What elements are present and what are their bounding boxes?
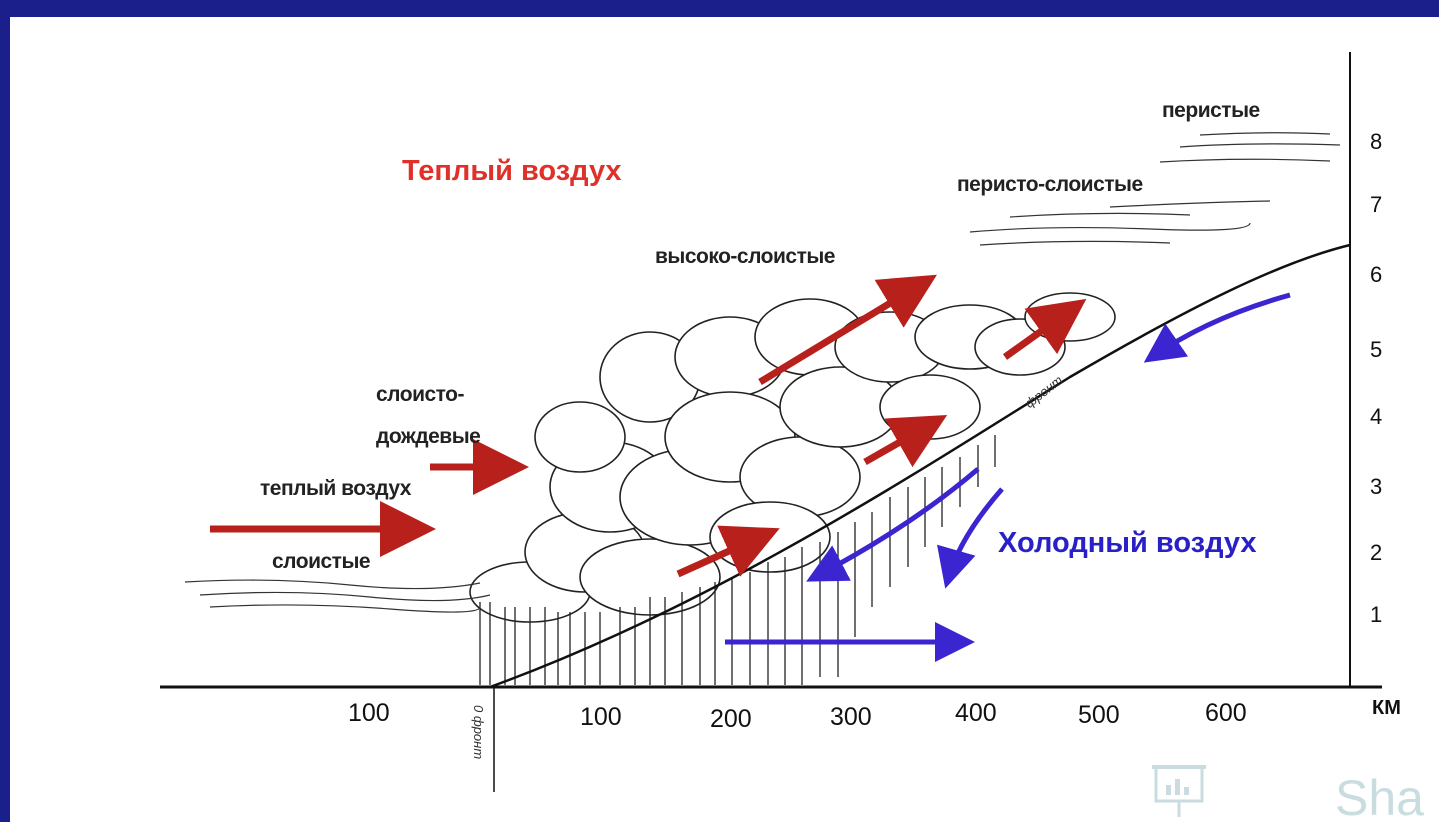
warm-air-arrows	[210, 274, 1087, 578]
cold-arrow-front	[806, 467, 980, 582]
height-tick-1: 1	[1370, 602, 1383, 627]
precipitation	[479, 435, 996, 685]
warm-arrow-altostratus	[758, 274, 937, 385]
warm-air-title: Теплый воздух	[402, 155, 622, 187]
distance-tick-warm-100: 100	[348, 699, 390, 727]
height-tick-8: 8	[1370, 129, 1383, 154]
cloud-streaks	[184, 132, 1341, 613]
warm-front-diagram	[160, 52, 1382, 792]
watermark-text: Sha	[1335, 770, 1424, 822]
height-tick-5: 5	[1370, 337, 1383, 362]
warm-arrow-mid	[863, 415, 948, 468]
cold-air-title: Холодный воздух	[998, 527, 1257, 559]
front-surface-line	[489, 243, 1351, 689]
distance-tick-300: 300	[830, 703, 872, 731]
presentation-board-icon	[1152, 765, 1206, 817]
cold-air-arrows	[725, 292, 1291, 662]
distance-tick-100: 100	[580, 703, 622, 731]
distance-unit: КМ	[1372, 697, 1401, 719]
cirrostratus-label: перисто-слоистые	[957, 173, 1143, 196]
distance-tick-500: 500	[1078, 701, 1120, 729]
stratus-label: слоистые	[272, 550, 371, 573]
height-tick-7: 7	[1370, 192, 1383, 217]
distance-tick-400: 400	[955, 699, 997, 727]
warm-air-small-label: теплый воздух	[260, 477, 412, 500]
nimbostratus-label-line1: слоисто-	[376, 383, 465, 406]
height-tick-6: 6	[1370, 262, 1383, 287]
warm-arrow-upper	[1002, 298, 1087, 360]
height-tick-3: 3	[1370, 474, 1383, 499]
height-tick-4: 4	[1370, 404, 1383, 429]
cirrus-label: перистые	[1162, 99, 1260, 122]
warm-arrow-low	[676, 525, 780, 578]
nimbostratus-label-line2: дождевые	[376, 425, 481, 448]
slide: Теплый воздух Холодный воздух перистые п…	[10, 17, 1439, 822]
distance-tick-200: 200	[710, 705, 752, 733]
cold-arrow-mid	[937, 487, 1004, 589]
front-zero-label: 0 фронт	[471, 705, 486, 760]
cold-arrow-upper	[1143, 292, 1291, 363]
distance-tick-600: 600	[1205, 699, 1247, 727]
cloud-mass	[469, 292, 1116, 623]
altostratus-label: высоко-слоистые	[655, 245, 835, 268]
height-tick-2: 2	[1370, 540, 1383, 565]
